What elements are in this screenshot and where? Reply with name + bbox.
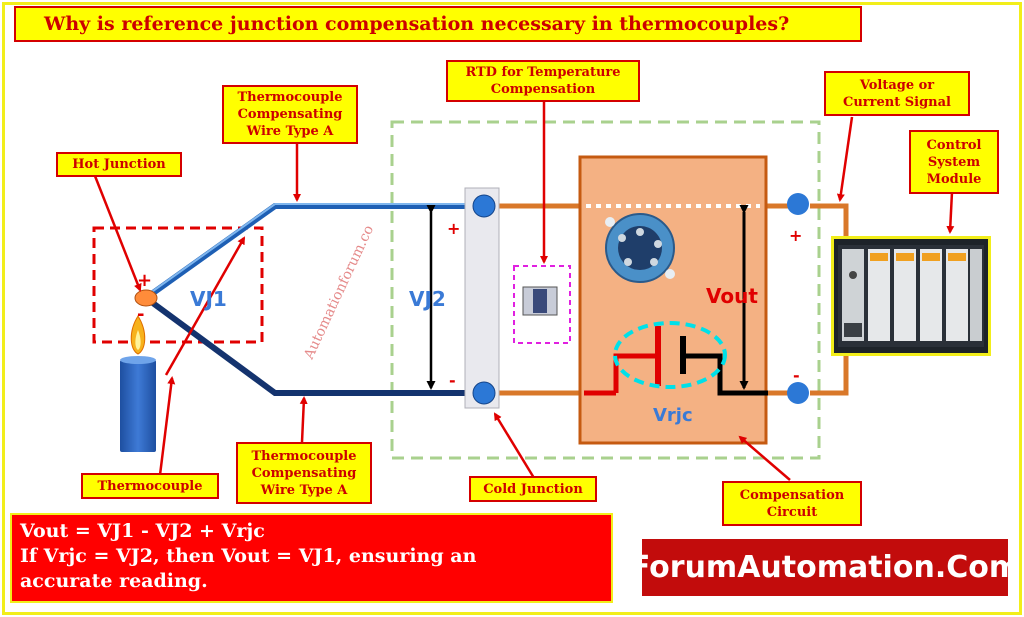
junction-box-outline — [390, 120, 821, 460]
hot-junction-bead — [134, 289, 158, 307]
candle-body — [120, 360, 156, 452]
positive-wire — [144, 203, 476, 301]
output-terminal-top — [787, 193, 809, 215]
label-voltage-signal: Voltage or Current Signal — [824, 71, 970, 116]
vj1-text: VJ1 — [190, 287, 227, 311]
negative-wire — [144, 295, 476, 396]
label-thermocouple: Thermocouple — [81, 473, 219, 499]
arrow-hot-junction — [93, 175, 142, 292]
cold-junction-block — [464, 187, 500, 409]
label-control-module: Control System Module — [909, 130, 999, 194]
rtd-box — [513, 265, 571, 344]
output-terminal-bottom — [787, 382, 809, 404]
formula-line-1: Vout = VJ1 - VJ2 + Vrjc — [20, 520, 265, 542]
vrjc-text: Vrjc — [653, 405, 693, 426]
label-cold-junction: Cold Junction — [469, 476, 597, 502]
candle-top — [120, 356, 156, 364]
arrow-thermocouple-2 — [164, 236, 246, 376]
page-title: Why is reference junction compensation n… — [14, 6, 862, 42]
control-system-module — [831, 236, 991, 356]
vj2-minus: - — [449, 371, 456, 390]
label-wire-bottom: Thermocouple Compensating Wire Type A — [236, 442, 372, 504]
label-compensation-circuit: Compensation Circuit — [722, 481, 862, 526]
hot-minus: - — [137, 304, 144, 325]
vj2-plus: + — [447, 219, 460, 238]
vrjc-wire-black — [685, 353, 768, 396]
vout-text: Vout — [706, 284, 758, 308]
arrow-cold-junction — [493, 412, 536, 479]
label-hot-junction: Hot Junction — [56, 152, 182, 177]
arrow-wire-bottom — [299, 396, 308, 443]
rtd-sensor-dark — [533, 289, 547, 313]
formula-box: Vout = VJ1 - VJ2 + Vrjc If Vrjc = VJ2, t… — [10, 513, 613, 603]
arrow-compensation — [738, 435, 791, 481]
watermark: Automationforum.co — [301, 223, 377, 363]
arrow-signal — [836, 116, 854, 202]
terminal-top — [472, 194, 496, 218]
out-minus: - — [793, 366, 800, 385]
out-plus: + — [789, 226, 802, 245]
hot-plus: + — [137, 270, 152, 291]
hot-junction-box — [92, 226, 264, 344]
arrow-thermocouple-1 — [158, 376, 176, 476]
positive-wire-highlight — [145, 203, 476, 297]
transmitter-head — [605, 213, 675, 283]
vrjc-highlight — [613, 321, 727, 389]
vj2-text: VJ2 — [409, 287, 446, 311]
brand-logo: ForumAutomation.Com — [630, 539, 1020, 596]
label-wire-top: Thermocouple Compensating Wire Type A — [222, 85, 358, 144]
arrow-module — [946, 191, 955, 234]
formula-line-3: accurate reading. — [20, 570, 208, 592]
formula-line-2: If Vrjc = VJ2, then Vout = VJ1, ensuring… — [20, 545, 477, 567]
label-rtd: RTD for Temperature Compensation — [446, 60, 640, 102]
terminal-bottom — [472, 381, 496, 405]
